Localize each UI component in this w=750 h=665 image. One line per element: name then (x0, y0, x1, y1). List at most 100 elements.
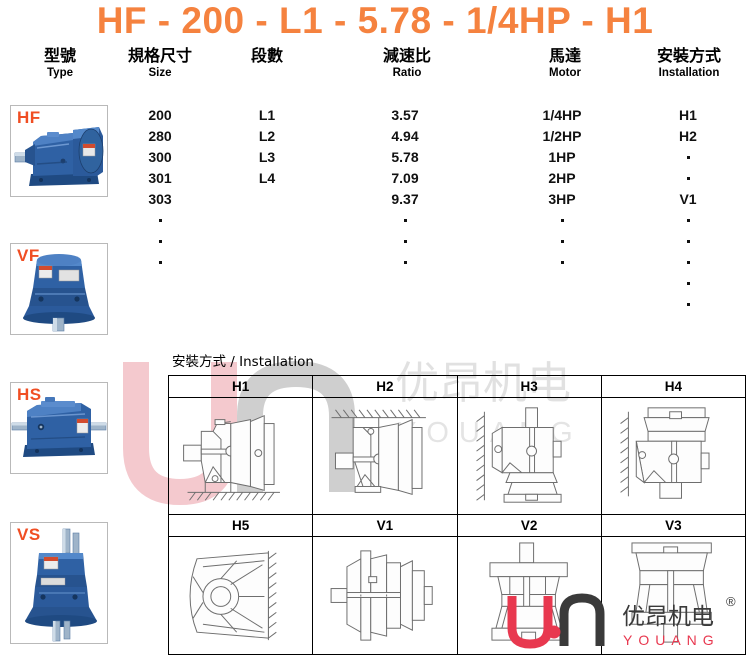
column-header-motor-en: Motor (549, 67, 581, 79)
installation-cell-h3[interactable]: H3 (457, 376, 602, 514)
size-value-item: 200 (148, 107, 172, 123)
data-column-motor: 1/4HP 1/2HP 1HP 2HP 3HP (512, 105, 612, 273)
motor-value-item: 1HP (548, 149, 576, 165)
column-header-motor-cn: 馬達 (548, 46, 581, 65)
model-code-headline: HF - 200 - L1 - 5.78 - 1/4HP - H1 (96, 0, 654, 41)
installation-value-item (638, 231, 738, 252)
gearbox-image-hs (11, 383, 107, 473)
column-header-ratio-en: Ratio (392, 67, 422, 79)
size-value-item: 300 (148, 149, 172, 165)
stage-value-item: L2 (258, 128, 276, 144)
motor-value-item (512, 231, 612, 252)
gearbox-image-vf (11, 244, 107, 334)
motor-value-item (512, 252, 612, 273)
column-header-type-cn: 型號 (43, 46, 76, 65)
installation-cell-h5[interactable]: H5 (169, 515, 314, 654)
type-cell-vs[interactable]: VS (10, 522, 108, 644)
size-value-item: 280 (148, 128, 172, 144)
installation-label-h4: H4 (601, 376, 745, 398)
size-value-item (110, 252, 210, 273)
installation-figure-h3 (458, 398, 601, 514)
ratio-value-item (355, 210, 455, 231)
company-logo: 优昂机电 ® YOUANG (498, 588, 748, 660)
logo-cn-text: 优昂机电 (622, 604, 714, 630)
installation-label-v3: V3 (601, 515, 745, 537)
installation-section-caption: 安裝方式 / Installation (172, 354, 314, 370)
type-label-hf: HF (17, 108, 41, 127)
installation-cell-v3[interactable]: V3 (601, 515, 745, 654)
installation-value-item (638, 252, 738, 273)
ratio-value-item: 9.37 (391, 191, 419, 207)
stage-value-item: L4 (258, 170, 276, 186)
installation-value-item: V1 (679, 191, 697, 207)
logo-dot-mark (547, 625, 561, 639)
installation-cell-v1[interactable]: V1 (313, 515, 458, 654)
ratio-value-item: 4.94 (391, 128, 419, 144)
gearbox-image-hf (11, 106, 107, 196)
column-header-type: 型號 Type (0, 46, 120, 81)
column-header-type-en: Type (47, 67, 73, 79)
installation-row-vertical: H5 (169, 515, 745, 654)
column-header-ratio-cn: 減速比 (382, 46, 431, 65)
motor-value-item (512, 210, 612, 231)
data-column-size: 200 280 300 301 303 (110, 105, 210, 273)
type-label-vf: VF (17, 246, 40, 265)
column-header-installation-en: Installation (658, 67, 720, 79)
motor-value-item: 1/4HP (542, 107, 582, 123)
installation-value-item (638, 273, 738, 294)
motor-value-item: 3HP (548, 191, 576, 207)
size-value-item: 301 (148, 170, 172, 186)
motor-value-item: 2HP (548, 170, 576, 186)
installation-figure-v2 (458, 537, 601, 654)
type-label-vs: VS (17, 525, 41, 544)
installation-figure-v3 (602, 537, 745, 654)
installation-value-item (638, 294, 738, 315)
stage-value-item: L3 (258, 149, 276, 165)
column-header-stage-cn: 段數 (250, 46, 283, 65)
stage-value-item: L1 (258, 107, 276, 123)
installation-label-h5: H5 (169, 515, 313, 537)
installation-value-item (638, 168, 738, 189)
type-cell-hs[interactable]: HS (10, 382, 108, 474)
column-header-motor: 馬達 Motor (505, 46, 625, 81)
column-header-size: 規格尺寸 Size (100, 46, 220, 81)
installation-figure-h4 (602, 398, 745, 514)
column-header-installation-cn: 安裝方式 (656, 46, 721, 65)
installation-value-item: H1 (679, 107, 697, 123)
installation-label-h1: H1 (169, 376, 313, 398)
installation-cell-h1[interactable]: H1 (169, 376, 314, 514)
installation-label-h2: H2 (313, 376, 457, 398)
installation-cell-h4[interactable]: H4 (601, 376, 745, 514)
installation-cell-h2[interactable]: H2 (313, 376, 458, 514)
size-value-item (110, 210, 210, 231)
gearbox-image-vs (11, 523, 107, 643)
size-value-item: 303 (148, 191, 172, 207)
installation-row-horizontal: H1 (169, 376, 745, 515)
column-header-ratio: 減速比 Ratio (347, 46, 467, 81)
column-header-installation: 安裝方式 Installation (628, 46, 750, 81)
type-cell-hf[interactable]: HF (10, 105, 108, 197)
installation-figure-h5 (169, 537, 312, 654)
installation-label-v1: V1 (313, 515, 457, 537)
ratio-value-item: 5.78 (391, 149, 419, 165)
column-header-size-en: Size (148, 67, 172, 79)
logo-en-text: YOUANG (623, 632, 720, 648)
installation-cell-v2[interactable]: V2 (457, 515, 602, 654)
ratio-value-item: 3.57 (391, 107, 419, 123)
installation-value-item: H2 (679, 128, 697, 144)
type-cell-vf[interactable]: VF (10, 243, 108, 335)
logo-registered-mark: ® (726, 594, 736, 609)
logo-u-mark (507, 596, 553, 649)
installation-figure-h1 (169, 398, 312, 514)
motor-value-item: 1/2HP (542, 128, 582, 144)
installation-figure-h2 (313, 398, 456, 514)
installation-value-item (638, 210, 738, 231)
installation-figure-v1 (313, 537, 456, 654)
type-label-hs: HS (17, 385, 42, 404)
ratio-value-item (355, 231, 455, 252)
ratio-value-item (355, 252, 455, 273)
